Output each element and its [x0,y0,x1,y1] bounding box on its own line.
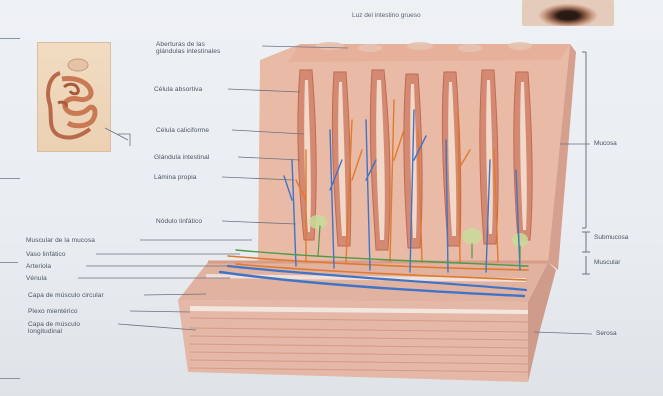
label-venula: Vénula [26,275,47,282]
label-glandula-intestinal: Glándula intestinal [154,154,209,161]
label-nodulo-linfatico: Nódulo linfático [156,218,202,225]
label-plexo-mienterico: Plexo mientérico [28,308,78,315]
label-aberturas: Aberturas de las glándulas intestinales [156,41,220,55]
label-lamina-propia: Lámina propia [154,174,197,181]
label-capa-longitudinal: Capa de músculo longitudinal [28,321,80,335]
label-serosa: Serosa [596,330,617,337]
label-arteriola: Arteriola [26,263,51,270]
label-vaso-linfatico: Vaso linfático [26,251,66,258]
label-submucosa: Submucosa [594,234,628,241]
label-capa-circular: Capa de músculo circular [28,292,104,299]
label-celula-absortiva: Célula absortiva [154,86,202,93]
label-muscular: Muscular [594,259,620,266]
label-muscular-mucosa: Muscular de la mucosa [26,237,95,244]
label-celula-caliciforme: Célula caliciforme [156,127,209,134]
label-mucosa: Mucosa [594,140,617,147]
